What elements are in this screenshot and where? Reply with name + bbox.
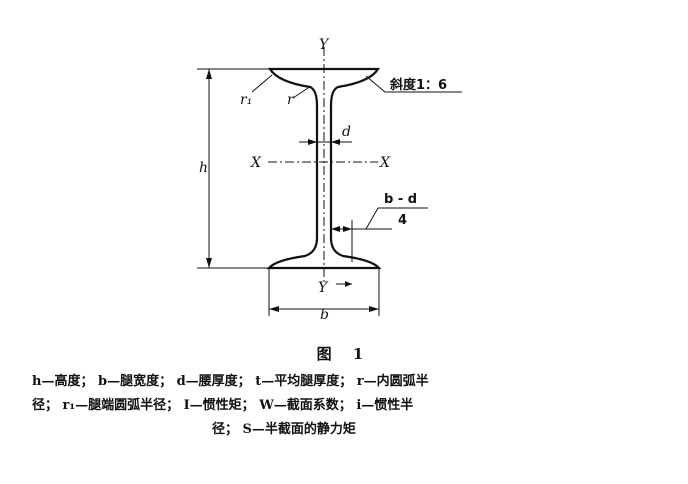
- slope-label: 斜度1：6: [389, 77, 447, 93]
- bd-denominator-label: 4: [398, 213, 407, 228]
- i-beam-diagram: Y Y X X h b d r₁ r 斜度1：6 b - d 4: [197, 37, 462, 323]
- d-label: d: [342, 124, 351, 140]
- figure-caption: 图 1: [316, 345, 372, 363]
- bd-arrow-right: [343, 226, 352, 232]
- y-bottom-label: Y: [318, 280, 329, 296]
- bd-numerator-label: b - d: [384, 192, 417, 207]
- legend-line-2: 径； r₁—腿端圆弧半径； I—惯性矩； W—截面系数； i—惯性半: [32, 398, 414, 413]
- r1-label: r₁: [240, 92, 252, 108]
- legend-line-1: h—高度； b—腿宽度； d—腰厚度； t—平均腿厚度； r—内圆弧半: [32, 374, 429, 389]
- x-left-label: X: [250, 155, 262, 171]
- h-arrow-top: [206, 69, 212, 79]
- h-label: h: [199, 160, 208, 176]
- legend-line-3: 径； S—半截面的静力矩: [212, 422, 356, 437]
- r-leader: [292, 85, 312, 99]
- t-arrow: [345, 281, 352, 287]
- r1-leader: [251, 74, 273, 93]
- b-label: b: [320, 307, 329, 323]
- slope-leader: [365, 75, 386, 93]
- h-arrow-bottom: [206, 258, 212, 268]
- d-arrow-right: [331, 139, 340, 145]
- symbol-legend: h—高度； b—腿宽度； d—腰厚度； t—平均腿厚度； r—内圆弧半 径； r…: [32, 370, 632, 442]
- b-arrow-left: [269, 306, 279, 312]
- y-top-label: Y: [319, 37, 330, 53]
- bd-arrow-left: [331, 226, 340, 232]
- b-arrow-right: [369, 306, 379, 312]
- d-arrow-left: [308, 139, 317, 145]
- x-right-label: X: [379, 155, 391, 171]
- bd-leader: [365, 207, 379, 230]
- r-label: r: [287, 92, 295, 108]
